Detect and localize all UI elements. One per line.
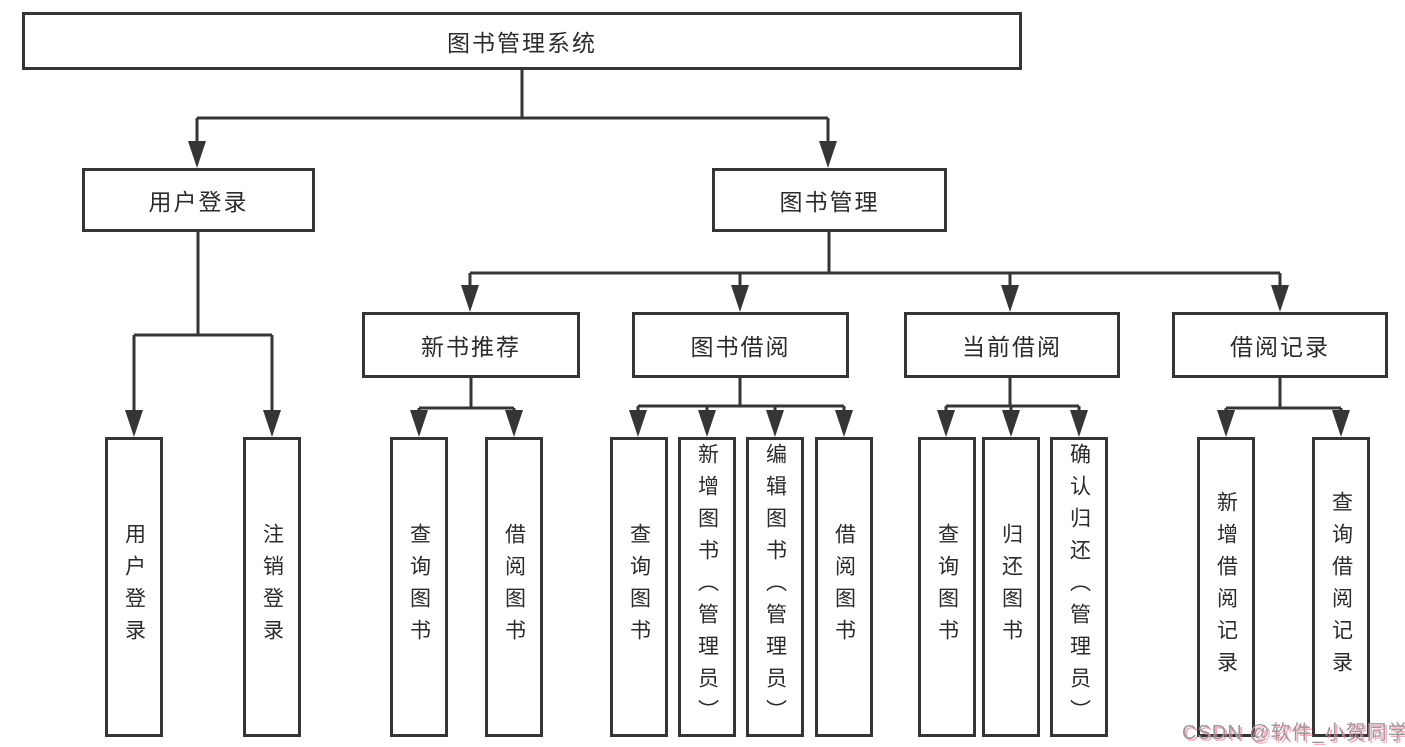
arrow-icon [819,141,837,168]
leaf-logout: 注销登录 [243,437,301,737]
arrow-icon [1070,410,1088,437]
node-current-borrow: 当前借阅 [904,312,1120,378]
leaf-user-login: 用户登录 [105,437,163,737]
arrow-icon [1332,410,1350,437]
arrow-icon [461,285,479,312]
arrow-icon [731,285,749,312]
leaf-add-books-admin: 新增图书（管理员） [678,437,736,737]
user-login-branch-line [132,232,274,414]
arrow-icon [629,410,647,437]
leaf-label: 查询借阅记录 [1329,491,1353,683]
arrow-icon [698,410,716,437]
leaf-label: 新增图书（管理员） [695,443,719,731]
book-management-branch-line [468,232,1282,289]
leaf-label: 借阅图书 [502,523,526,651]
leaf-label: 新增借阅记录 [1214,491,1238,683]
leaf-label: 借阅图书 [832,523,856,651]
arrow-icon [937,410,955,437]
leaf-query-books-borrow: 查询图书 [610,437,668,737]
leaf-label: 查询图书 [407,523,431,651]
arrow-icon [188,141,206,168]
arrow-icon [263,410,281,437]
root-branch-line [195,70,830,144]
leaf-label: 注销登录 [260,523,284,651]
leaf-label: 编辑图书（管理员） [763,443,787,731]
leaf-add-borrow-record: 新增借阅记录 [1197,437,1255,737]
leaf-edit-books-admin: 编辑图书（管理员） [746,437,804,737]
book-borrow-branch-line [636,378,846,414]
node-new-book-recommend: 新书推荐 [362,312,580,378]
arrow-icon [410,410,428,437]
leaf-confirm-return-admin: 确认归还（管理员） [1050,437,1108,737]
leaf-return-books: 归还图书 [982,437,1040,737]
node-borrow-records: 借阅记录 [1172,312,1388,378]
borrow-records-branch-line [1224,378,1343,414]
node-root-system: 图书管理系统 [22,12,1022,70]
leaf-query-books-current: 查询图书 [918,437,976,737]
leaf-label: 归还图书 [999,523,1023,651]
arrow-icon [1217,410,1235,437]
new-book-branch-line [417,378,516,414]
leaf-borrow-books: 借阅图书 [815,437,873,737]
leaf-query-books-newbook: 查询图书 [390,437,448,737]
leaf-query-borrow-record: 查询借阅记录 [1312,437,1370,737]
arrow-icon [125,410,143,437]
current-borrow-branch-line [944,378,1081,414]
leaf-label: 查询图书 [627,523,651,651]
node-user-login: 用户登录 [82,168,315,232]
node-book-management: 图书管理 [712,168,947,232]
csdn-watermark: CSDN @软件_小贺同学 [1182,722,1405,744]
arrow-icon [835,410,853,437]
leaf-label: 查询图书 [935,523,959,651]
node-book-borrow: 图书借阅 [632,312,849,378]
arrow-icon [505,410,523,437]
leaf-borrow-books-newbook: 借阅图书 [485,437,543,737]
leaf-label: 用户登录 [122,523,146,651]
leaf-label: 确认归还（管理员） [1067,443,1091,731]
arrow-icon [766,410,784,437]
arrow-icon [1271,285,1289,312]
arrow-icon [1001,285,1019,312]
arrow-icon [1002,410,1020,437]
